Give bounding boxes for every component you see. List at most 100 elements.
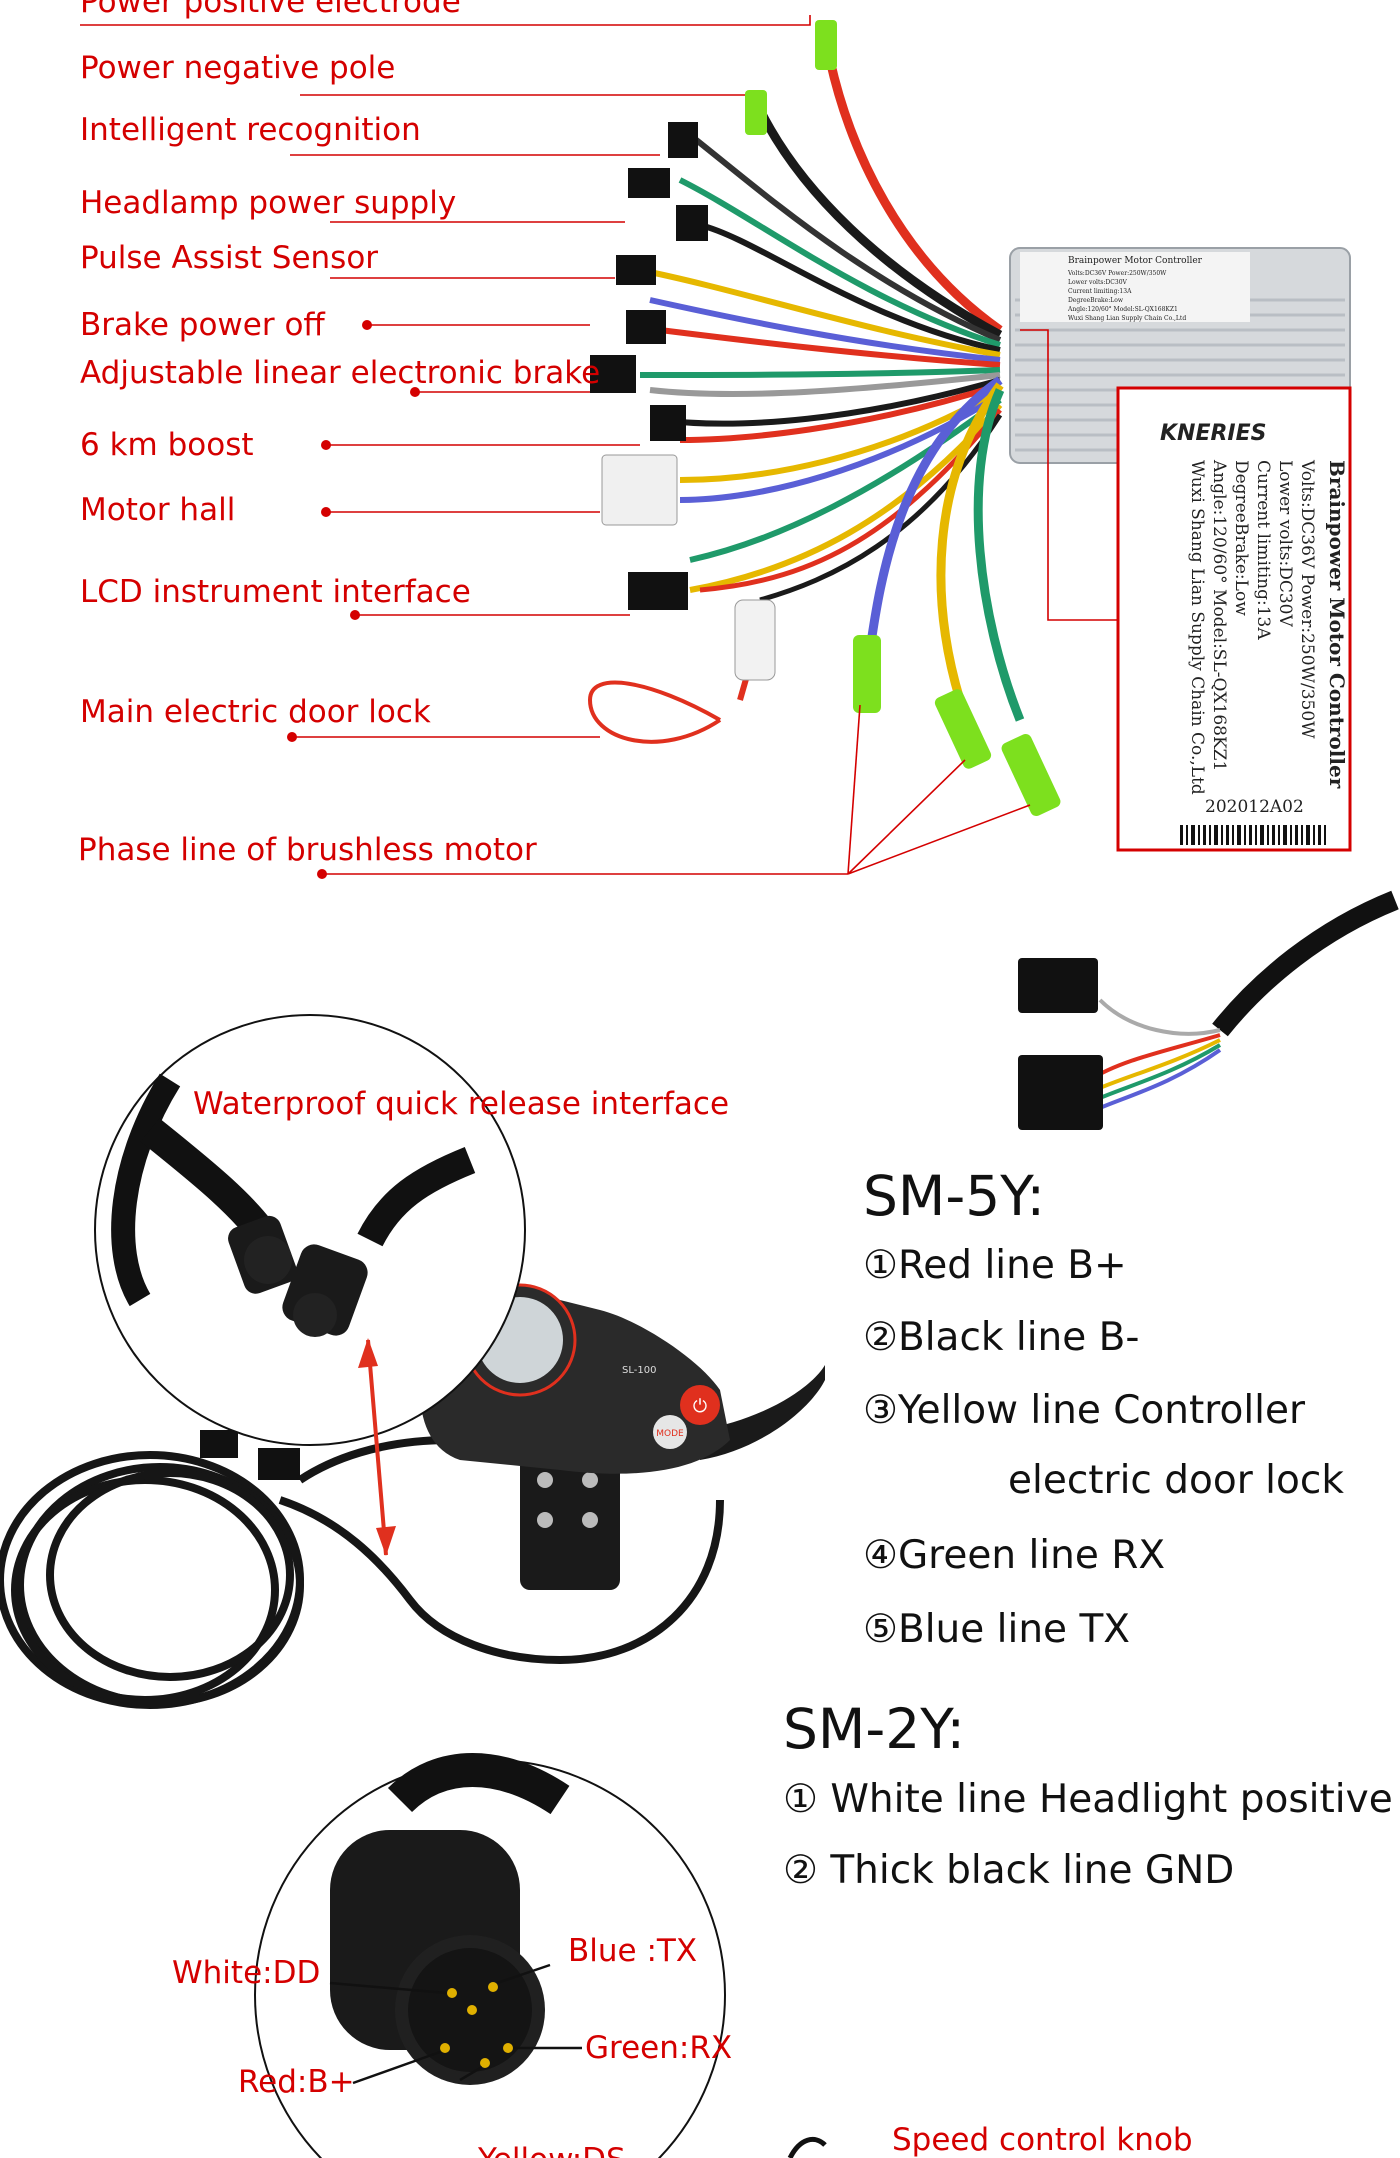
sm-5y-connector bbox=[1018, 1055, 1103, 1130]
connector bbox=[628, 168, 670, 198]
controller-harness: Brainpower Motor Controller Volts:DC36V … bbox=[587, 20, 1352, 852]
pin-label-red: Red:B+ bbox=[238, 2064, 355, 2100]
zoom-pinout: White:DD Blue :TX Green:RX Red:B+ Yellow… bbox=[172, 1753, 732, 2158]
connector bbox=[628, 572, 688, 610]
mode-button[interactable] bbox=[653, 1415, 687, 1449]
label-linear-brake: Adjustable linear electronic brake bbox=[80, 355, 600, 391]
wire-red bbox=[679, 382, 1001, 443]
controller-label-zoom: KNERIES Brainpower Motor Controller Volt… bbox=[1020, 329, 1352, 852]
label-power-positive: Power positive electrode bbox=[80, 0, 461, 20]
plate-line: Volts:DC36V Power:250W/350W bbox=[1297, 459, 1317, 739]
plate-line: DegreeBrake:Low bbox=[1231, 460, 1251, 616]
sm-2y-item: ② Thick black line GND bbox=[783, 1848, 1234, 1893]
connector-hall bbox=[601, 454, 678, 526]
connector bbox=[626, 310, 666, 344]
cable-connector bbox=[258, 1448, 300, 1480]
sm-2y-spec: SM-2Y: ① White line Headlight positive ②… bbox=[783, 1697, 1393, 1893]
label-pulse-assist: Pulse Assist Sensor bbox=[80, 240, 378, 276]
mode-button-label: MODE bbox=[656, 1429, 684, 1439]
connector bbox=[616, 255, 656, 285]
power-button[interactable] bbox=[680, 1385, 720, 1425]
housing-label-line: Volts:DC36V Power:250W/350W bbox=[1067, 270, 1167, 277]
plate-line: Angle:120/60° Model:SL-QX168KZ1 bbox=[1209, 459, 1229, 771]
pin-red bbox=[440, 2043, 450, 2053]
plate-line: Current limiting:13A bbox=[1253, 460, 1273, 640]
wire-black bbox=[659, 377, 1001, 427]
door-lock-connector bbox=[734, 599, 776, 681]
pin-yellow bbox=[480, 2058, 490, 2068]
housing-label-line: DegreeBrake:Low bbox=[1068, 297, 1124, 304]
sm-2y-title: SM-2Y: bbox=[783, 1697, 965, 1761]
pin-label-green: Green:RX bbox=[585, 2030, 732, 2066]
wire-green bbox=[689, 397, 1002, 563]
display-model: SL-100 bbox=[622, 1365, 656, 1376]
connector bbox=[590, 355, 636, 393]
phase-terminal bbox=[1001, 733, 1061, 817]
wire-green bbox=[678, 177, 1001, 348]
sm-5y-item: ③Yellow line Controller bbox=[863, 1388, 1306, 1433]
label-motor-hall: Motor hall bbox=[80, 492, 235, 528]
pin-label-blue: Blue :TX bbox=[568, 1933, 697, 1969]
phase-terminal bbox=[934, 689, 992, 769]
wire-yellow bbox=[679, 387, 1002, 483]
pin-label-yellow: Yellow:DS bbox=[477, 2142, 626, 2158]
label-lcd-interface: LCD instrument interface bbox=[80, 574, 471, 610]
cable-connector bbox=[200, 1430, 238, 1458]
sm-5y-item: ④Green line RX bbox=[863, 1533, 1165, 1578]
wire-red bbox=[825, 59, 1003, 334]
power-icon: ⏻ bbox=[693, 1396, 707, 1417]
sm-connectors-photo bbox=[1018, 890, 1399, 1130]
sm-5y-item: ②Black line B- bbox=[863, 1315, 1140, 1360]
wire-blue bbox=[649, 297, 1001, 363]
label-6km-boost: 6 km boost bbox=[80, 427, 254, 463]
sm-5y-item: electric door lock bbox=[1008, 1458, 1344, 1503]
label-speed-knob: Speed control knob bbox=[892, 2122, 1193, 2158]
label-brake-power-off: Brake power off bbox=[80, 307, 325, 343]
pin-white bbox=[447, 1988, 457, 1998]
housing-label-title: Brainpower Motor Controller bbox=[1068, 256, 1203, 266]
housing-label-line: Angle:120/60° Model:SL-QX168KZ1 bbox=[1067, 306, 1178, 313]
door-lock-loop bbox=[587, 680, 722, 744]
phase-wire-blue bbox=[865, 376, 1003, 651]
wire-grey bbox=[649, 372, 1001, 398]
label-headlamp-power: Headlamp power supply bbox=[80, 185, 456, 221]
wire-red bbox=[659, 327, 1001, 368]
label-waterproof-interface: Waterproof quick release interface bbox=[193, 1086, 729, 1122]
phase-wire-yellow bbox=[936, 382, 1004, 702]
speed-knob-callout: Speed control knob bbox=[787, 2122, 1193, 2158]
housing-label-line: Wuxi Shang Lian Supply Chain Co.,Ltd bbox=[1068, 315, 1186, 322]
brand-logo: KNERIES bbox=[1160, 421, 1267, 446]
pin-label-white: White:DD bbox=[172, 1955, 320, 1991]
controller-labels: Power positive electrode Power negative … bbox=[78, 0, 600, 868]
wire-black bbox=[699, 222, 1001, 353]
plate-title: Brainpower Motor Controller bbox=[1325, 460, 1349, 789]
pin-blue bbox=[488, 1982, 498, 1992]
plate-code: 202012A02 bbox=[1205, 797, 1304, 817]
sm-5y-title: SM-5Y: bbox=[863, 1164, 1045, 1228]
connector-red-terminal bbox=[815, 20, 837, 70]
label-phase-line: Phase line of brushless motor bbox=[78, 832, 537, 868]
wire-green bbox=[639, 367, 1001, 378]
phase-wire-green bbox=[973, 388, 1025, 722]
wire-black bbox=[755, 107, 1003, 339]
wire-black bbox=[688, 132, 1002, 343]
sm-5y-spec: SM-5Y: ①Red line B+ ②Black line B- ③Yell… bbox=[863, 1164, 1344, 1652]
connector bbox=[650, 405, 686, 441]
pin-green bbox=[503, 2043, 513, 2053]
sm-2y-item: ① White line Headlight positive bbox=[783, 1777, 1393, 1822]
wire-black bbox=[759, 413, 1003, 603]
sm-5y-item: ⑤Blue line TX bbox=[863, 1607, 1130, 1652]
housing-label-line: Lower volts:DC30V bbox=[1068, 279, 1128, 286]
plate-line: Wuxi Shang Lian Supply Chain Co.,Ltd bbox=[1187, 460, 1207, 795]
phase-terminal bbox=[853, 635, 881, 713]
leader-lines bbox=[80, 15, 1031, 879]
connector bbox=[668, 122, 698, 158]
sm-5y-item: ①Red line B+ bbox=[863, 1243, 1127, 1288]
zoom-waterproof-connector: Waterproof quick release interface bbox=[94, 1014, 729, 1556]
coiled-cable bbox=[0, 1436, 724, 1709]
sm-2y-connector bbox=[1018, 958, 1098, 1013]
connector-black-terminal bbox=[745, 90, 767, 135]
label-door-lock: Main electric door lock bbox=[80, 694, 431, 730]
barcode bbox=[1180, 825, 1326, 845]
